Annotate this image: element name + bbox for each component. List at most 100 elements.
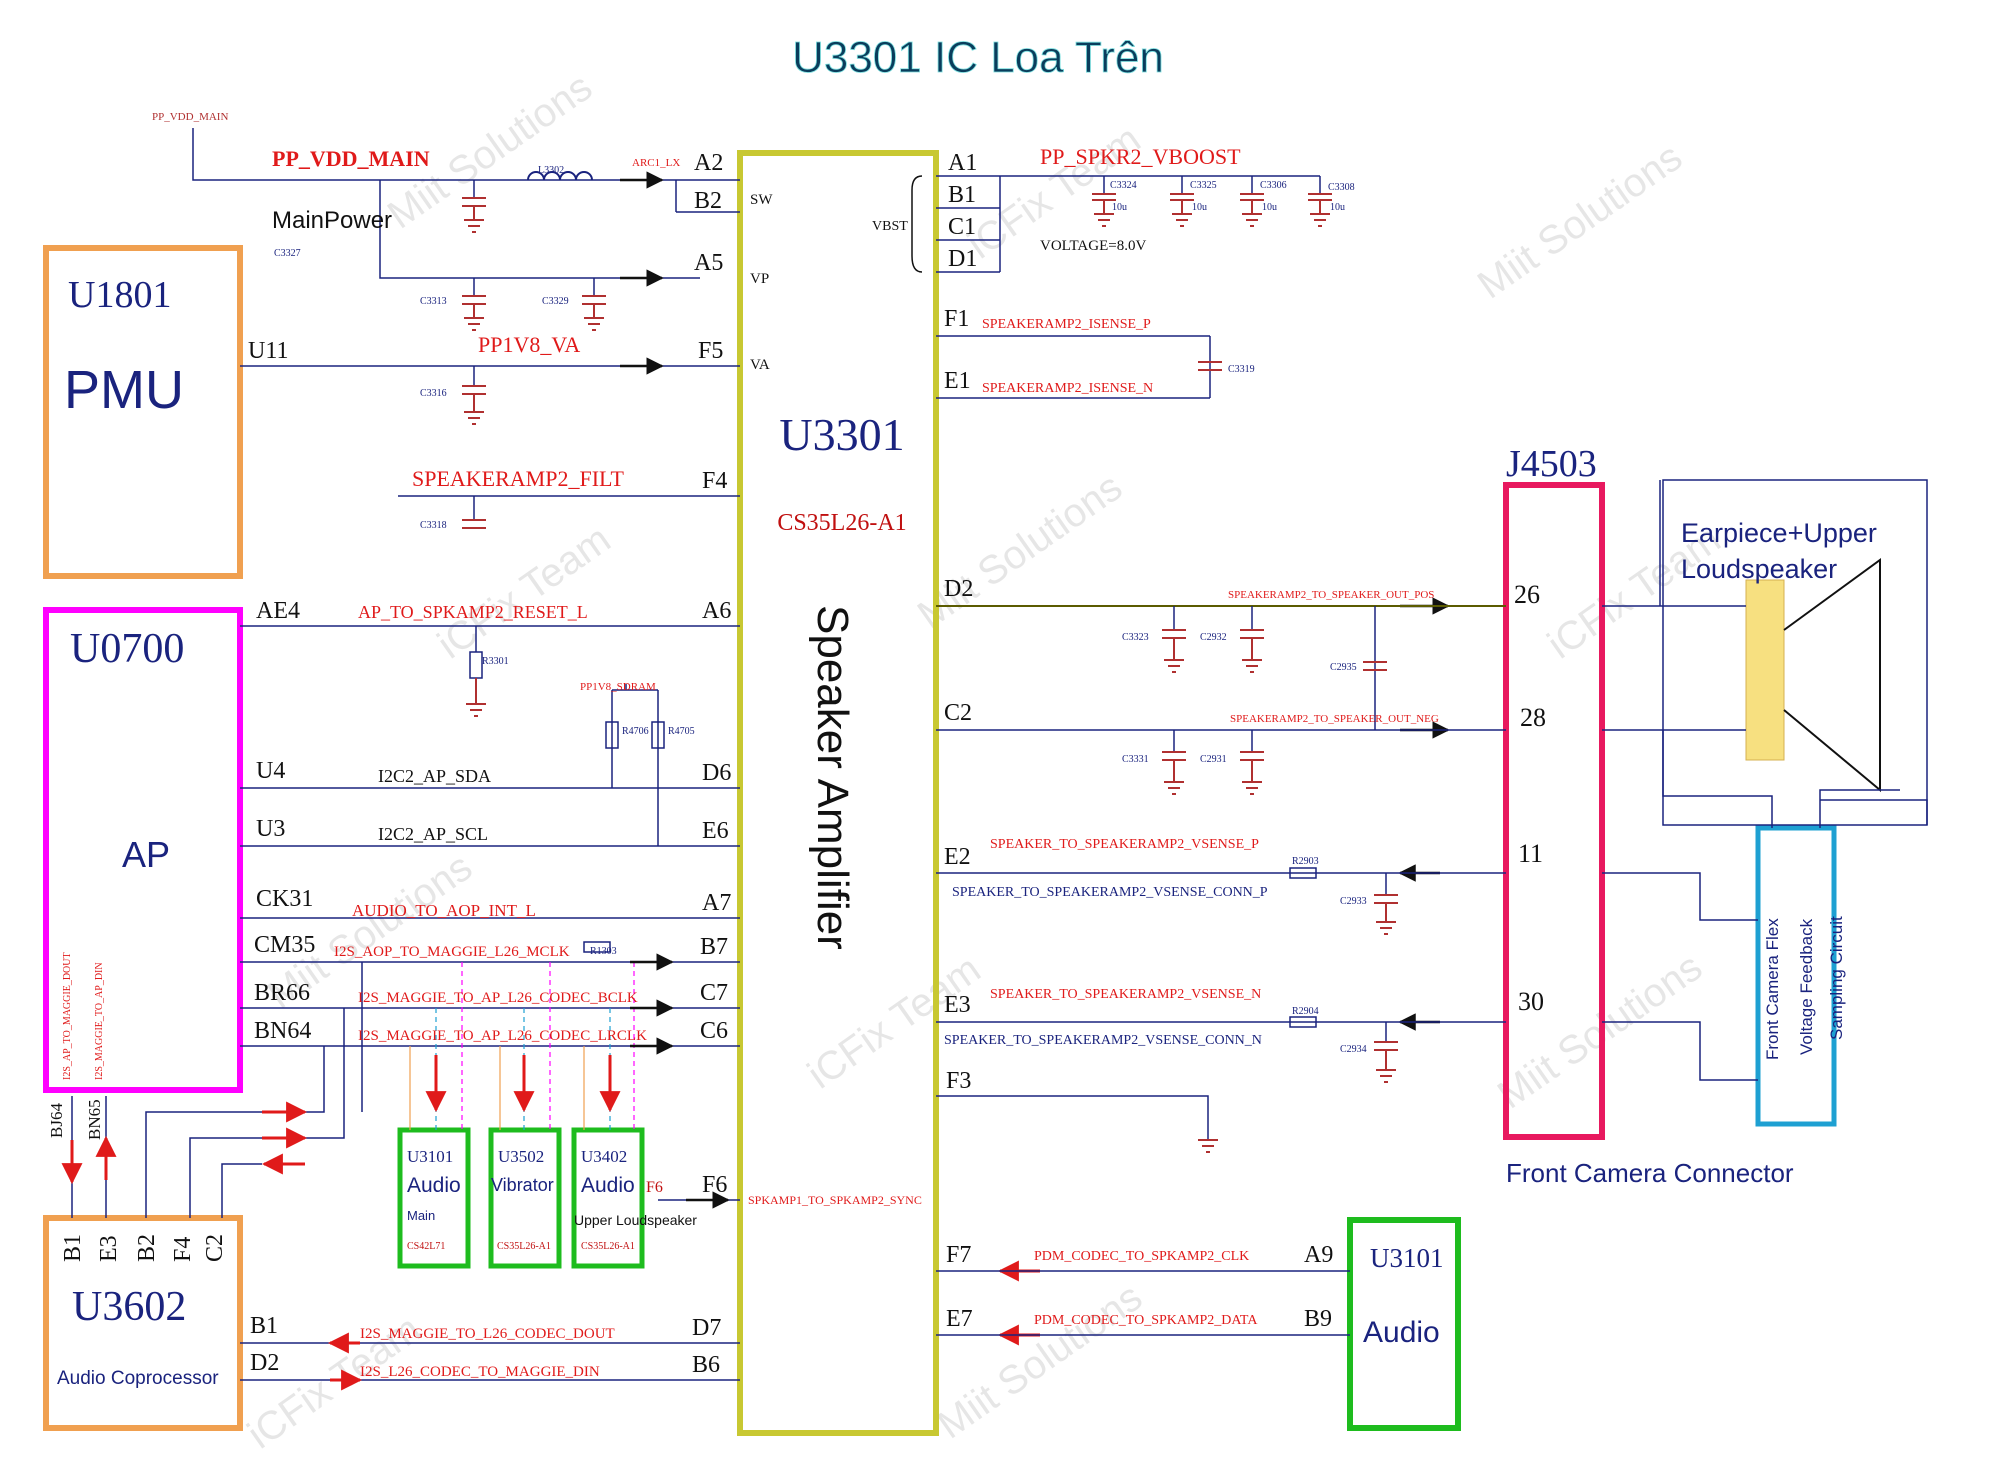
j4503-caption: Front Camera Connector bbox=[1506, 1158, 1794, 1188]
net-label: MainPower bbox=[272, 207, 392, 234]
net-label: PP1V8_SDRAM bbox=[580, 681, 656, 693]
flex-block bbox=[1755, 825, 1837, 1127]
amp-pin: B6 bbox=[692, 1352, 720, 1378]
u3502-block bbox=[488, 1127, 562, 1269]
coproc-pin: B1 bbox=[60, 1234, 86, 1262]
amp-left-pins: A2 B2 A5 F5 F4 A6 D6 E6 A7 B7 C7 C6 F6 D… bbox=[692, 150, 731, 1378]
coproc-top-pins: B1 E3 B2 F4 C2 bbox=[60, 1234, 228, 1262]
amp-pin: B1 bbox=[948, 182, 976, 208]
u3101-small-ref: U3101 bbox=[407, 1147, 453, 1166]
ap-pin: CM35 bbox=[254, 932, 315, 958]
watermark: iCFix Team bbox=[430, 517, 618, 667]
part-label: R4705 bbox=[668, 726, 695, 737]
u3402-name: Audio bbox=[581, 1174, 635, 1197]
watermark: Miit Solutions bbox=[910, 465, 1130, 637]
amp-pin: B2 bbox=[694, 188, 722, 214]
amp-pin: C2 bbox=[944, 700, 972, 726]
ap-pin: AE4 bbox=[256, 598, 300, 624]
earpiece-speaker bbox=[1662, 479, 1928, 826]
ap-pin: U4 bbox=[256, 758, 285, 784]
flex-line2: Voltage Feedback bbox=[1797, 918, 1816, 1055]
amp-pin: D6 bbox=[702, 760, 731, 786]
flex-line3: Sampling Circuit bbox=[1827, 916, 1846, 1040]
amp-pin: A1 bbox=[948, 150, 977, 176]
connector-pin: 11 bbox=[1518, 839, 1543, 868]
u3402-ref: U3402 bbox=[581, 1147, 627, 1166]
watermark: Miit Solutions bbox=[930, 1275, 1150, 1447]
coproc-pin: B1 bbox=[250, 1313, 278, 1339]
flex-line1: Front Camera Flex bbox=[1763, 918, 1782, 1060]
diagram-title: U3301 IC Loa Trên bbox=[792, 33, 1164, 82]
net-label: SPEAKERAMP2_FILT bbox=[412, 466, 624, 491]
net-label: I2S_MAGGIE_TO_AP_L26_CODEC_LRCLK bbox=[358, 1028, 647, 1044]
net-label: VOLTAGE=8.0V bbox=[1040, 238, 1146, 254]
net-label: SPEAKERAMP2_ISENSE_P bbox=[982, 317, 1151, 332]
j4503-block bbox=[1503, 482, 1605, 1140]
part-label: C3325 bbox=[1190, 180, 1217, 191]
amp-right-pins: A1 B1 C1 D1 F1 E1 D2 C2 E2 E3 F3 F7 E7 bbox=[944, 150, 977, 1332]
source-pins: U11 AE4 U4 U3 CK31 CM35 BR66 BN64 BJ64 B… bbox=[47, 338, 1333, 1376]
amp-part: CS35L26-A1 bbox=[777, 510, 906, 536]
coproc-pin: B2 bbox=[134, 1234, 160, 1262]
inductor-l3302 bbox=[527, 171, 593, 181]
u3402-pin: F6 bbox=[646, 1179, 663, 1196]
u3101-pin: B9 bbox=[1304, 1306, 1332, 1332]
net-label: AP_TO_SPKAMP2_RESET_L bbox=[358, 602, 588, 622]
net-label: SPKAMP1_TO_SPKAMP2_SYNC bbox=[748, 1193, 922, 1207]
amp-pin: D1 bbox=[948, 246, 977, 272]
amp-pin: C1 bbox=[948, 214, 976, 240]
u3101-right-name: Audio bbox=[1363, 1316, 1440, 1349]
net-label: I2C2_AP_SCL bbox=[378, 824, 488, 844]
u3101-small-block bbox=[397, 1127, 471, 1269]
part-label: C3318 bbox=[420, 520, 447, 531]
ap-block bbox=[43, 607, 243, 1093]
net-label: SPEAKERAMP2_ISENSE_N bbox=[982, 381, 1153, 396]
u3101-small-sub: Main bbox=[407, 1208, 435, 1223]
pmu-name: PMU bbox=[64, 360, 184, 420]
pmu-ref: U1801 bbox=[68, 274, 171, 316]
u3502-name: Vibrator bbox=[491, 1175, 554, 1195]
net-label: AUDIO_TO_AOP_INT_L bbox=[352, 901, 536, 920]
amp-name: Speaker Amplifier bbox=[808, 605, 857, 950]
wires-right bbox=[911, 175, 1928, 1336]
watermark: Miit Solutions bbox=[1470, 135, 1690, 307]
net-label: SPEAKER_TO_SPEAKERAMP2_VSENSE_CONN_P bbox=[952, 885, 1268, 900]
part-label: R3301 bbox=[482, 656, 509, 667]
amp-pin: E7 bbox=[946, 1306, 973, 1332]
earpiece-name1: Earpiece+Upper bbox=[1681, 518, 1877, 548]
part-label: R2904 bbox=[1292, 1006, 1319, 1017]
coproc-name: Audio Coprocessor bbox=[57, 1368, 219, 1389]
coproc-pin: D2 bbox=[250, 1350, 279, 1376]
earpiece-name2: Loudspeaker bbox=[1681, 554, 1837, 584]
part-label: C3331 bbox=[1122, 754, 1149, 765]
u3101-small-name: Audio bbox=[407, 1174, 461, 1197]
net-label: PDM_CODEC_TO_SPKAMP2_CLK bbox=[1034, 1249, 1249, 1264]
part-label: C3308 bbox=[1328, 182, 1355, 193]
amp-pin: F4 bbox=[702, 468, 727, 494]
net-label: PP1V8_VA bbox=[478, 332, 580, 357]
amp-pin: A6 bbox=[702, 598, 731, 624]
ap-net-dout: I2S_AP_TO_MAGGIE_DOUT bbox=[62, 952, 73, 1080]
u3402-block bbox=[571, 1127, 645, 1269]
coproc-block bbox=[43, 1215, 243, 1431]
part-label: 10u bbox=[1262, 202, 1277, 213]
part-label: R4706 bbox=[622, 726, 649, 737]
amp-pin: F6 bbox=[702, 1172, 727, 1198]
u3101-small-part: CS42L71 bbox=[407, 1241, 445, 1252]
net-labels: PP_VDD_MAIN PP_VDD_MAIN MainPower ARC1_L… bbox=[152, 111, 1439, 1380]
net-label: SPEAKERAMP2_TO_SPEAKER_OUT_NEG bbox=[1230, 713, 1439, 725]
net-label: ARC1_LX bbox=[632, 157, 680, 169]
net-label: I2S_MAGGIE_TO_AP_L26_CODEC_BCLK bbox=[358, 990, 638, 1006]
amp-pin: C7 bbox=[700, 980, 728, 1006]
j4503-ref: J4503 bbox=[1506, 443, 1597, 485]
amp-pin: F1 bbox=[944, 306, 969, 332]
amp-pin: E3 bbox=[944, 992, 971, 1018]
amp-pin: A5 bbox=[694, 250, 723, 276]
amp-ref: U3301 bbox=[779, 409, 904, 460]
part-label: 10u bbox=[1330, 202, 1345, 213]
amp-pin: F7 bbox=[946, 1242, 971, 1268]
coproc-ref: U3602 bbox=[72, 1284, 186, 1330]
amp-pin: D7 bbox=[692, 1315, 721, 1341]
part-label: C3327 bbox=[274, 248, 301, 259]
ap-net-din: I2S_MAGGIE_TO_AP_DIN bbox=[94, 962, 105, 1080]
